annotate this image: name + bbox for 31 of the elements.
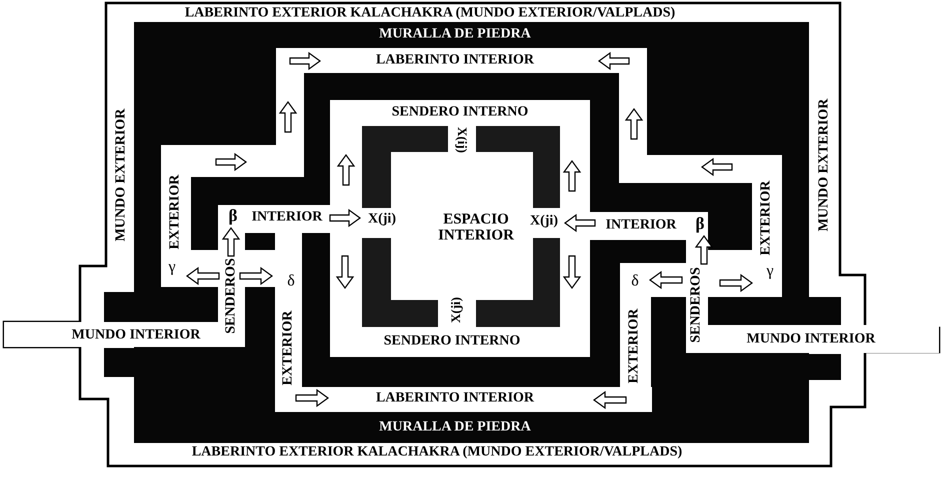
area-label: MURALLA DE PIEDRA — [379, 28, 531, 42]
area-label: EXTERIOR — [760, 180, 774, 256]
area-label: MUNDO EXTERIOR — [114, 108, 130, 242]
area-label: δ — [287, 274, 295, 290]
area-label: SENDEROS — [224, 258, 240, 334]
area-label: δ — [631, 274, 639, 290]
area-label: X(ji) — [368, 212, 396, 228]
area-label: MUNDO EXTERIOR — [818, 98, 832, 232]
area-label: X(ij) — [455, 127, 469, 153]
area-label: β — [228, 207, 238, 225]
area-label: LABERINTO EXTERIOR KALACHAKRA (MUNDO EXTERIOR/VALPLADS) — [192, 446, 682, 460]
area-label: SENDERO INTERNO — [384, 334, 520, 350]
area-label: γ — [766, 264, 774, 280]
area-label: EXTERIOR — [168, 174, 184, 250]
area-label: X(ji) — [449, 297, 463, 323]
area-label: γ — [168, 260, 176, 276]
area-label: MUNDO INTERIOR — [746, 332, 876, 348]
area-label: EXTERIOR — [628, 308, 642, 384]
area-label: INTERIOR — [252, 210, 322, 226]
area-label: SENDERO INTERNO — [392, 106, 528, 120]
area-label: X(ji) — [530, 214, 558, 230]
area-label: LABERINTO INTERIOR — [376, 54, 534, 68]
area-label: INTERIOR — [606, 218, 676, 234]
area-label: EXTERIOR — [282, 310, 296, 386]
area-label: LABERINTO EXTERIOR KALACHAKRA (MUNDO EXTERIOR/VALPLADS) — [184, 6, 676, 22]
area-label: β — [696, 215, 704, 233]
area-label: ESPACIO INTERIOR — [437, 212, 516, 244]
area-label: SENDEROS — [690, 267, 704, 343]
area-label: MUNDO INTERIOR — [72, 328, 200, 344]
area-label: MURALLA DE PIEDRA — [379, 420, 531, 436]
area-label: LABERINTO INTERIOR — [376, 392, 534, 406]
